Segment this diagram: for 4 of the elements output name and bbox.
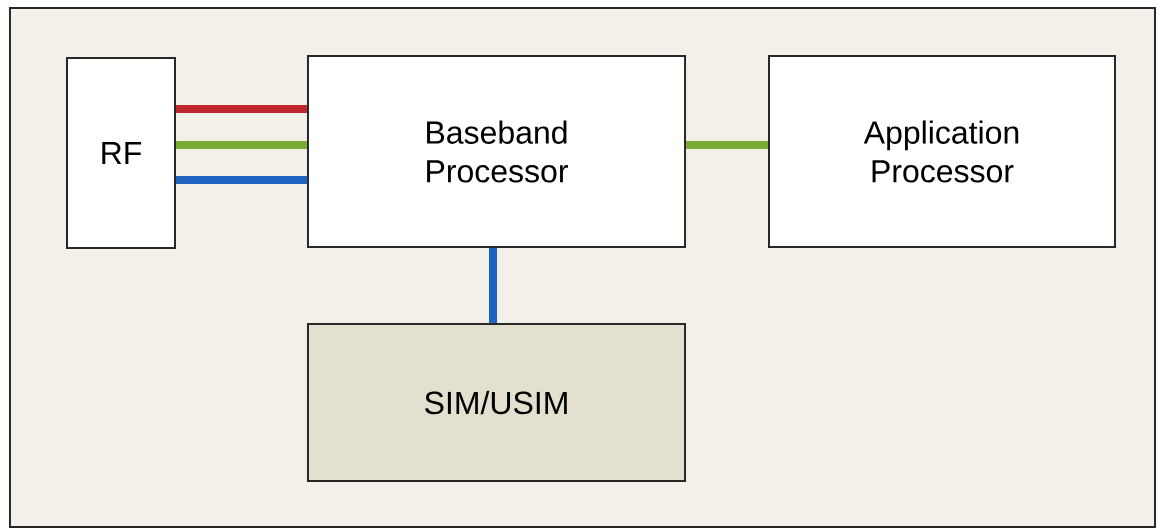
block-box: Baseband Processor xyxy=(306,55,687,248)
block-box: RF xyxy=(66,57,176,249)
block-box: SIM/USIM xyxy=(306,322,687,483)
block-box: Application Processor xyxy=(768,55,1116,248)
